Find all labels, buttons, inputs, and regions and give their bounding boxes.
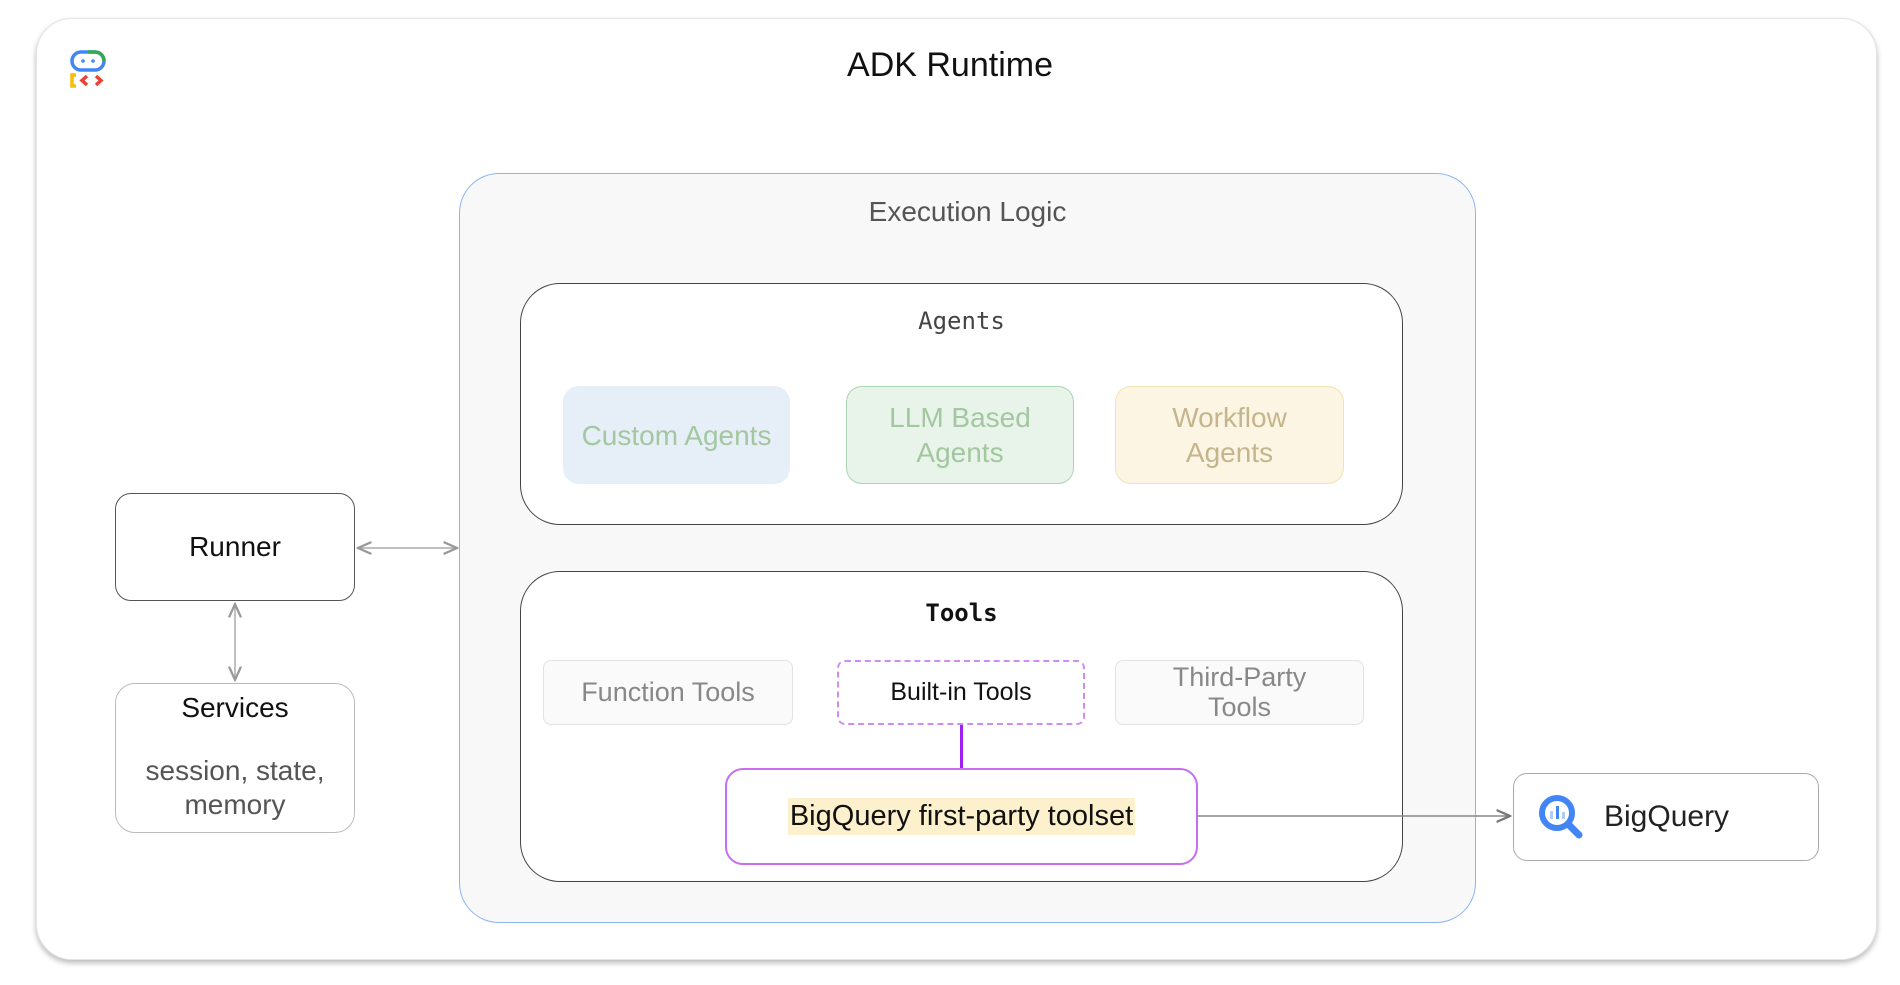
third-party-tools-label: Third-Party Tools: [1172, 661, 1307, 722]
bigquery-toolset-label: BigQuery first-party toolset: [787, 798, 1136, 835]
third-party-tools-box: Third-Party Tools: [1115, 660, 1364, 725]
workflow-agents-box: Workflow Agents: [1115, 386, 1344, 484]
tools-label: Tools: [925, 599, 998, 627]
bigquery-toolset-box: BigQuery first-party toolset: [725, 768, 1198, 865]
built-in-tools-label: Built-in Tools: [890, 677, 1032, 706]
services-detail: session, state, memory: [145, 755, 325, 820]
diagram-title: ADK Runtime: [847, 46, 1053, 84]
function-tools-box: Function Tools: [543, 660, 793, 725]
bigquery-label: BigQuery: [1604, 800, 1730, 833]
llm-based-agents-label: LLM Based Agents: [889, 402, 1031, 468]
custom-agents-box: Custom Agents: [563, 386, 790, 484]
execution-logic-label: Execution Logic: [868, 196, 1067, 227]
llm-based-agents-box: LLM Based Agents: [846, 386, 1074, 484]
runner-box: Runner: [115, 493, 355, 601]
runner-label: Runner: [189, 531, 281, 562]
adk-logo-icon: [67, 49, 109, 89]
services-label: Services: [181, 692, 289, 723]
services-box: Services session, state, memory: [115, 683, 355, 833]
agents-label: Agents: [918, 307, 1005, 335]
workflow-agents-label: Workflow Agents: [1172, 402, 1287, 468]
bigquery-icon: [1536, 792, 1586, 842]
builtin-to-toolset-connector: [960, 725, 963, 769]
custom-agents-label: Custom Agents: [581, 419, 772, 451]
bigquery-box: BigQuery: [1513, 773, 1819, 861]
built-in-tools-box: Built-in Tools: [837, 660, 1085, 725]
function-tools-label: Function Tools: [581, 676, 755, 707]
